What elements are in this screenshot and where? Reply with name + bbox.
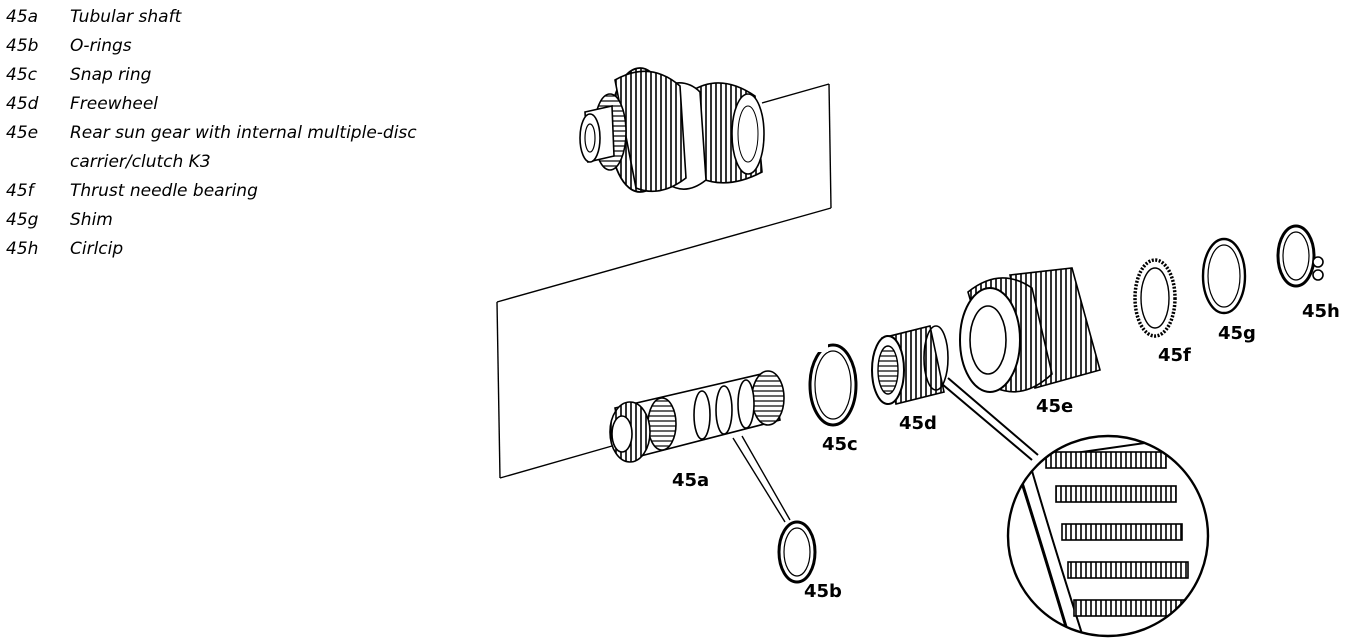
shim-illustration (1201, 237, 1247, 315)
legend-code: 45c (6, 65, 37, 85)
rear-sun-gear-illustration (959, 267, 1101, 393)
callout-45b: 45b (804, 581, 842, 602)
legend-description: Snap ring (70, 65, 152, 85)
legend-item-45a: 45a Tubular shaft (6, 3, 450, 32)
callout-45h: 45h (1302, 301, 1340, 322)
legend-description: Shim (70, 210, 113, 230)
legend-description: Rear sun gear with internal multiple-dis… (70, 123, 417, 172)
legend-item-45f: 45f Thrust needle bearing (6, 177, 450, 206)
legend-code: 45h (6, 239, 39, 259)
freewheel-detail-magnifier (941, 377, 1210, 638)
freewheel-illustration (871, 325, 949, 405)
legend-code: 45d (6, 94, 39, 114)
callout-45e: 45e (1036, 396, 1073, 417)
tubular-shaft-illustration (609, 370, 785, 463)
callout-45f: 45f (1158, 345, 1191, 366)
parts-legend: 45a Tubular shaft 45b O-rings 45c Snap r… (6, 3, 450, 264)
legend-description: O-rings (70, 36, 132, 56)
legend-item-45e: 45e Rear sun gear with internal multiple… (6, 119, 450, 177)
legend-item-45b: 45b O-rings (6, 32, 450, 61)
o-ring-illustration (732, 435, 817, 584)
legend-code: 45f (6, 181, 34, 201)
legend-description: Cirlcip (70, 239, 124, 259)
thrust-needle-bearing-illustration (1133, 258, 1177, 338)
callout-45a: 45a (672, 470, 709, 491)
callout-45g: 45g (1218, 323, 1256, 344)
legend-item-45h: 45h Cirlcip (6, 235, 450, 264)
assembly-bracket-lines (496, 83, 832, 479)
assembled-unit-illustration (579, 67, 765, 193)
legend-description: Freewheel (70, 94, 159, 114)
callout-45c: 45c (822, 434, 858, 455)
legend-item-45g: 45g Shim (6, 206, 450, 235)
callout-45d: 45d (899, 413, 937, 434)
snap-ring-illustration (808, 340, 858, 427)
legend-code: 45g (6, 210, 39, 230)
legend-code: 45e (6, 123, 39, 143)
legend-item-45d: 45d Freewheel (6, 90, 450, 119)
legend-item-45c: 45c Snap ring (6, 61, 450, 90)
legend-description: Thrust needle bearing (70, 181, 258, 201)
circlip-illustration (1276, 224, 1324, 288)
legend-code: 45b (6, 36, 39, 56)
legend-code: 45a (6, 7, 39, 27)
legend-description: Tubular shaft (70, 7, 182, 27)
